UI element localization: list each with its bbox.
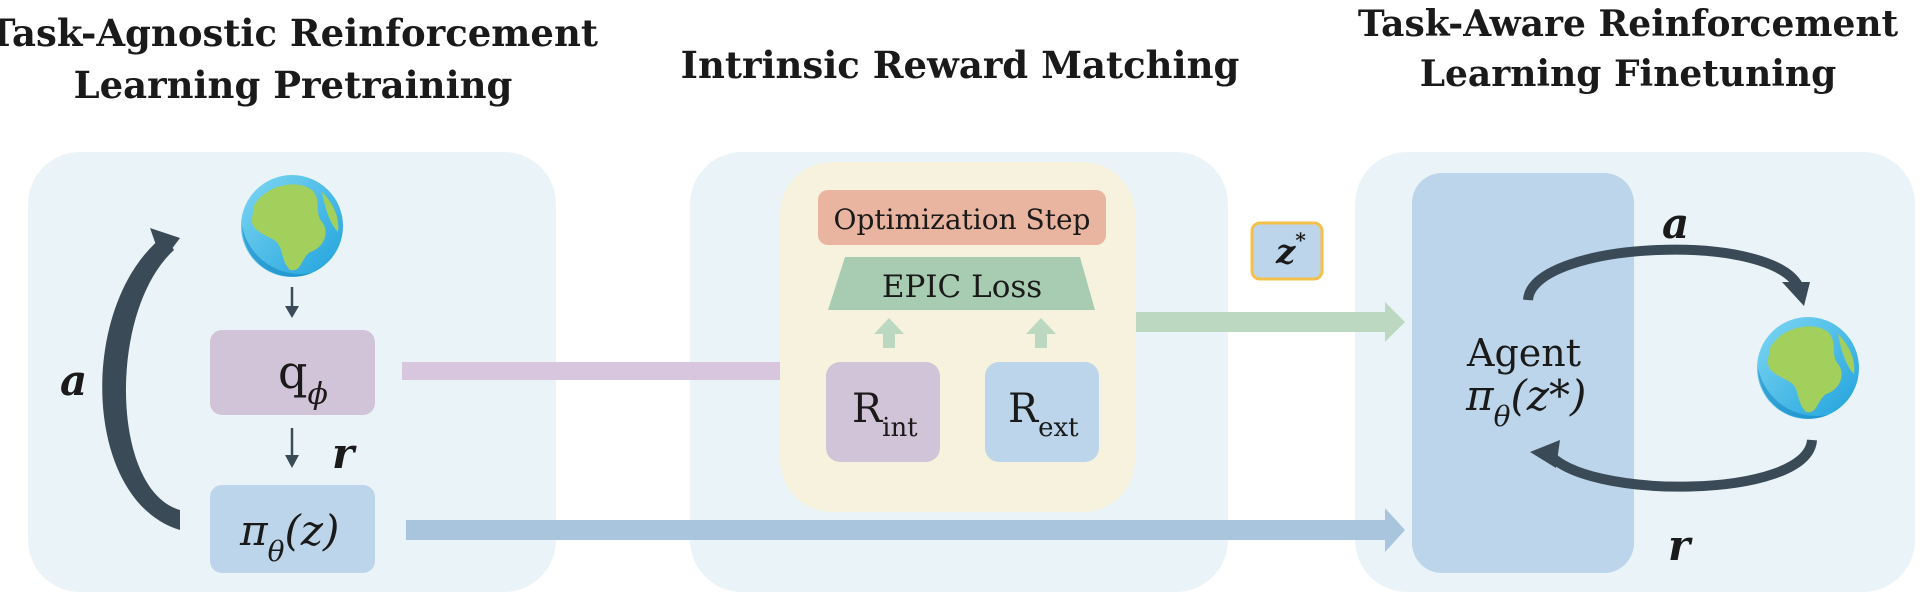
- optimization-step-label: Optimization Step: [834, 203, 1091, 236]
- title-finetuning-line2: Learning Finetuning: [1420, 53, 1837, 95]
- epic-loss-shape: [828, 257, 1095, 310]
- pretraining-action-label: a: [60, 356, 87, 405]
- discriminator-box: [210, 330, 375, 415]
- arrow-q-to-policy: [285, 428, 299, 468]
- extrinsic-reward-box: [985, 362, 1099, 462]
- discriminator-label: qϕ: [278, 345, 328, 412]
- reward-arc-arrowhead: [1530, 440, 1560, 468]
- title-finetuning-line1: Task-Aware Reinforcement: [1358, 3, 1899, 45]
- extrinsic-reward-label: Rext: [1008, 386, 1079, 443]
- title-matching: Intrinsic Reward Matching: [681, 43, 1240, 87]
- z-star-badge: [1250, 221, 1324, 281]
- action-arc-arrowhead: [1782, 282, 1810, 306]
- arrow-earth-to-q: [285, 287, 299, 318]
- title-pretraining-line1: Task-Agnostic Reinforcement: [0, 11, 598, 55]
- policy-box: [210, 485, 375, 573]
- reward-arc-arrow: [1543, 438, 1817, 492]
- action-loop-arrow: [102, 235, 180, 530]
- action-arc-arrow: [1523, 244, 1805, 302]
- optimization-step-box: [818, 190, 1106, 245]
- intrinsic-reward-box: [826, 362, 940, 462]
- title-pretraining-line2: Learning Pretraining: [74, 63, 513, 107]
- action-loop-arrowhead: [150, 228, 180, 262]
- finetuning-reward-label: r: [1668, 521, 1693, 570]
- agent-label: Agent: [1466, 331, 1581, 375]
- z-star-label: z*: [1275, 228, 1306, 272]
- arrow-rext-to-epic: [1026, 318, 1056, 348]
- arrow-policy-to-agent: [406, 508, 1405, 552]
- arrow-rint-to-epic: [874, 318, 904, 348]
- finetuning-action-label: a: [1662, 199, 1689, 248]
- arrow-matching-to-agent: [1136, 302, 1405, 342]
- earth-icon: [241, 175, 343, 277]
- pretraining-reward-label: r: [332, 429, 357, 478]
- agent-policy-label: πθ(z*): [1465, 371, 1586, 433]
- policy-label: πθ(z): [239, 506, 339, 568]
- intrinsic-reward-label: Rint: [852, 386, 918, 443]
- epic-loss-label: EPIC Loss: [882, 269, 1042, 305]
- environment-earth-icon: [1757, 317, 1859, 419]
